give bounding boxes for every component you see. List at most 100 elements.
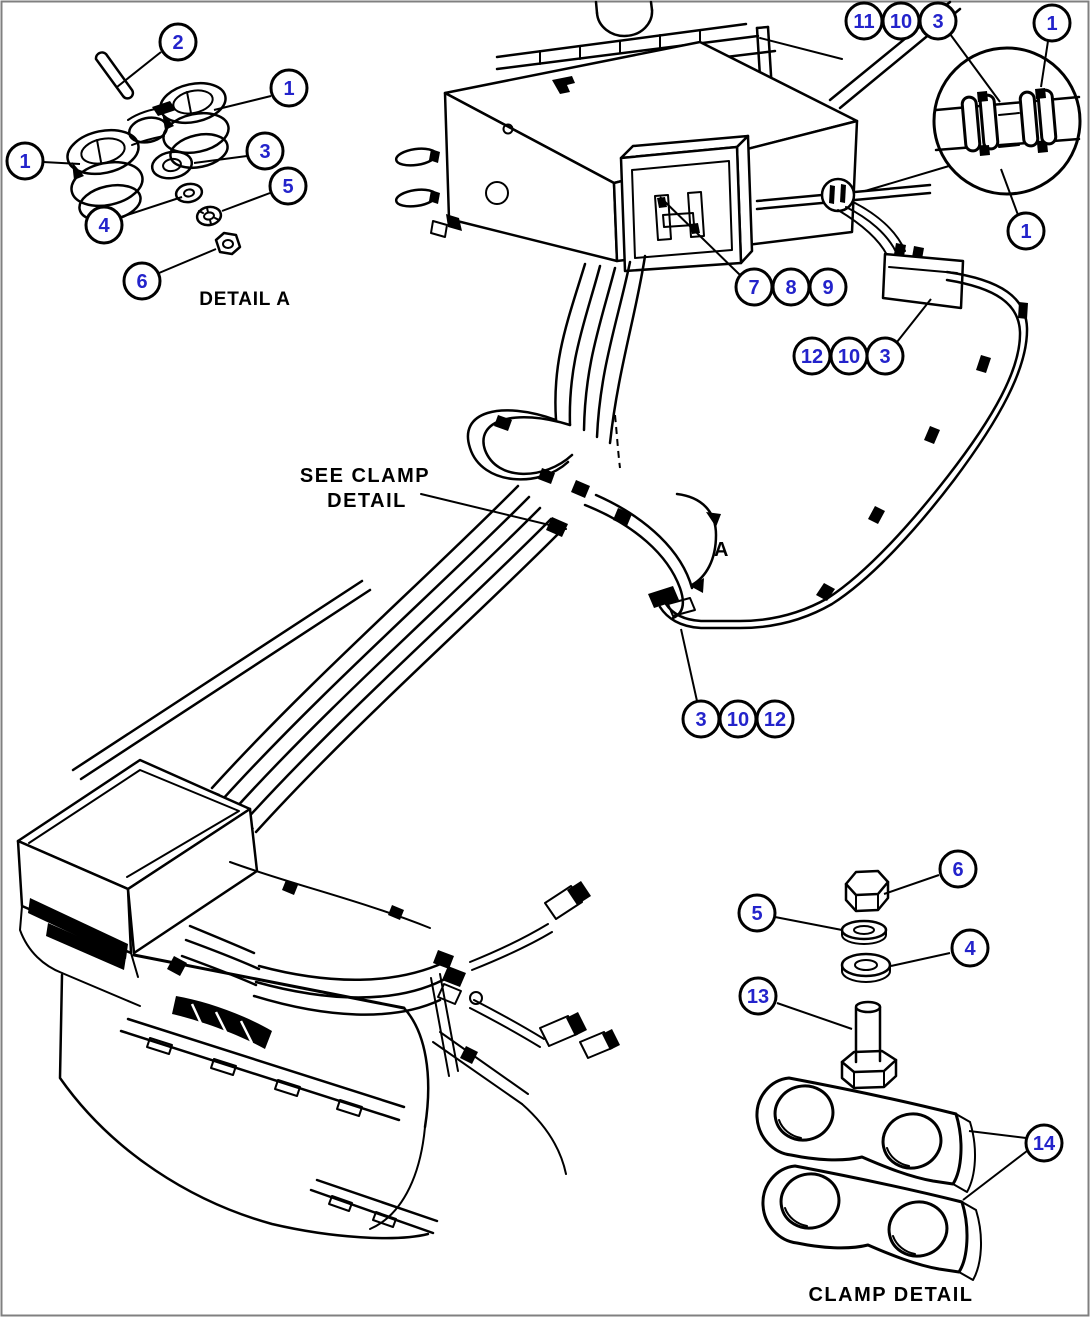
callout-number: 2 — [172, 32, 183, 54]
callout-12[interactable]: 12 — [755, 699, 795, 739]
leader-line — [774, 916, 843, 931]
hose-clamp — [167, 956, 187, 976]
callout-10[interactable]: 10 — [881, 1, 921, 41]
callout-3[interactable]: 3 — [680, 628, 721, 739]
callout-number: 10 — [838, 346, 860, 368]
callout-circle[interactable] — [918, 1, 958, 41]
callout-1[interactable]: 1 — [1032, 3, 1072, 88]
callout-1[interactable]: 1 — [213, 68, 309, 111]
cable-clip — [1018, 302, 1028, 319]
inset-circle — [932, 46, 1082, 196]
callout-number: 12 — [764, 709, 786, 731]
cable-tie — [494, 415, 512, 431]
callout-1[interactable]: 1 — [5, 141, 81, 181]
callout-9[interactable]: 9 — [808, 267, 848, 307]
callout-number: 13 — [747, 986, 769, 1008]
callout-3[interactable]: 3 — [865, 298, 932, 376]
callout-number: 11 — [853, 11, 874, 33]
callout-circle[interactable] — [1006, 211, 1046, 251]
callout-number: 7 — [748, 277, 759, 299]
callout-circle[interactable] — [268, 166, 308, 206]
cable-tie — [538, 468, 555, 484]
clamped-tube — [755, 177, 932, 258]
callout-circle[interactable] — [5, 141, 45, 181]
callout-circle[interactable] — [122, 261, 162, 301]
leader-line — [896, 298, 932, 343]
callout-14[interactable]: 14 — [962, 1123, 1064, 1201]
callout-number: 10 — [727, 709, 749, 731]
leader-line — [659, 196, 741, 276]
callout-circle[interactable] — [950, 928, 990, 968]
callout-11[interactable]: 11 — [844, 1, 884, 41]
leader-line — [193, 155, 248, 164]
detail-a-assembly — [66, 51, 242, 256]
label-detail-a: DETAIL A — [199, 289, 291, 310]
leader-line — [962, 1150, 1028, 1201]
callout-number: 1 — [1020, 221, 1031, 243]
grommet — [1018, 90, 1040, 148]
callout-number: 4 — [98, 215, 110, 237]
callout-6[interactable]: 6 — [883, 849, 978, 895]
callout-10[interactable]: 10 — [718, 699, 758, 739]
leader-line — [883, 874, 940, 895]
callout-number: 5 — [282, 176, 293, 198]
leader-line — [1000, 168, 1019, 216]
labels: DETAIL A SEE CLAMP DETAIL A CLAMP DETAIL — [199, 289, 973, 1306]
view-a-arrow — [675, 492, 721, 593]
callout-number: 6 — [136, 271, 147, 293]
flat-washer — [840, 952, 892, 978]
callout-number: 1 — [19, 151, 30, 173]
callout-2[interactable]: 2 — [116, 22, 198, 88]
callout-10[interactable]: 10 — [829, 336, 869, 376]
callout-circle[interactable] — [808, 267, 848, 307]
callout-6[interactable]: 6 — [122, 248, 217, 301]
cable-clip — [924, 426, 940, 444]
strap — [127, 116, 169, 144]
callout-circle[interactable] — [84, 205, 124, 245]
callout-5[interactable]: 5 — [221, 166, 308, 212]
label-see-clamp-line2: DETAIL — [327, 490, 407, 512]
callout-12[interactable]: 12 — [792, 336, 832, 376]
plug-bar — [687, 191, 705, 238]
label-plate — [28, 898, 128, 959]
callout-13[interactable]: 13 — [738, 976, 853, 1030]
callout-5[interactable]: 5 — [737, 893, 843, 933]
callout-4[interactable]: 4 — [84, 196, 183, 245]
callout-circle[interactable] — [755, 699, 795, 739]
cable-clip — [816, 583, 835, 601]
clamp-location — [820, 177, 856, 213]
callout-3[interactable]: 3 — [193, 131, 285, 171]
leader-line — [221, 192, 271, 212]
console-body — [16, 579, 567, 1240]
callout-circle[interactable] — [245, 131, 285, 171]
clamp-half-upper — [755, 1076, 963, 1186]
callout-8[interactable]: 8 — [771, 267, 811, 307]
callout-circle[interactable] — [1032, 3, 1072, 43]
callout-circle[interactable] — [269, 68, 309, 108]
leader-line — [890, 952, 951, 967]
callout-number: 8 — [785, 277, 796, 299]
ring — [150, 150, 194, 180]
callout-circle[interactable] — [738, 976, 778, 1016]
callout-3[interactable]: 3 — [918, 1, 1001, 103]
connector-module — [619, 134, 754, 273]
callout-4[interactable]: 4 — [890, 928, 990, 968]
callout-number: 12 — [801, 346, 823, 368]
callout-number: 6 — [952, 859, 963, 881]
label-clamp-detail: CLAMP DETAIL — [808, 1284, 973, 1306]
callout-1[interactable]: 1 — [1000, 168, 1046, 251]
cable-tie — [571, 480, 590, 498]
label-plate — [46, 923, 126, 970]
callout-circle[interactable] — [938, 849, 978, 889]
label-view-letter: A — [714, 539, 730, 561]
lid-latch — [552, 76, 575, 94]
callout-circle[interactable] — [158, 22, 198, 62]
callout-circle[interactable] — [1024, 1123, 1064, 1163]
callout-circle[interactable] — [865, 336, 905, 376]
mounting-bracket — [881, 243, 965, 310]
callout-circle[interactable] — [737, 893, 777, 933]
label-see-clamp-line1: SEE CLAMP — [300, 465, 430, 487]
cable-clip — [976, 355, 991, 373]
pin — [94, 51, 135, 100]
leader-line — [116, 51, 162, 88]
